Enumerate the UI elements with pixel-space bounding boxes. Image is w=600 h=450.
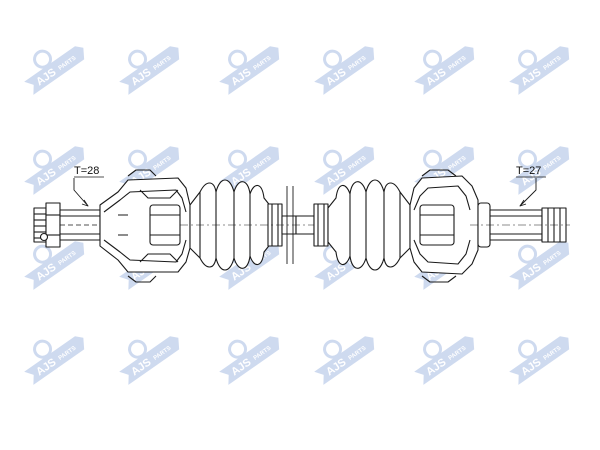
left-spline-shaft bbox=[59, 209, 101, 241]
left-label-leader bbox=[73, 178, 89, 207]
left-spline-count-label: T=28 bbox=[74, 165, 99, 177]
left-threaded-end bbox=[33, 202, 61, 248]
shaft-drawing bbox=[33, 169, 570, 283]
right-spline-count-label: T=27 bbox=[516, 165, 541, 177]
right-boot bbox=[313, 179, 411, 271]
right-cv-joint bbox=[409, 169, 479, 283]
right-label-leader-arrow bbox=[519, 199, 527, 207]
left-label-leader-arrow bbox=[81, 199, 89, 207]
right-label-leader bbox=[519, 178, 537, 207]
left-cv-joint bbox=[99, 169, 191, 283]
right-spline-shaft bbox=[470, 202, 570, 248]
